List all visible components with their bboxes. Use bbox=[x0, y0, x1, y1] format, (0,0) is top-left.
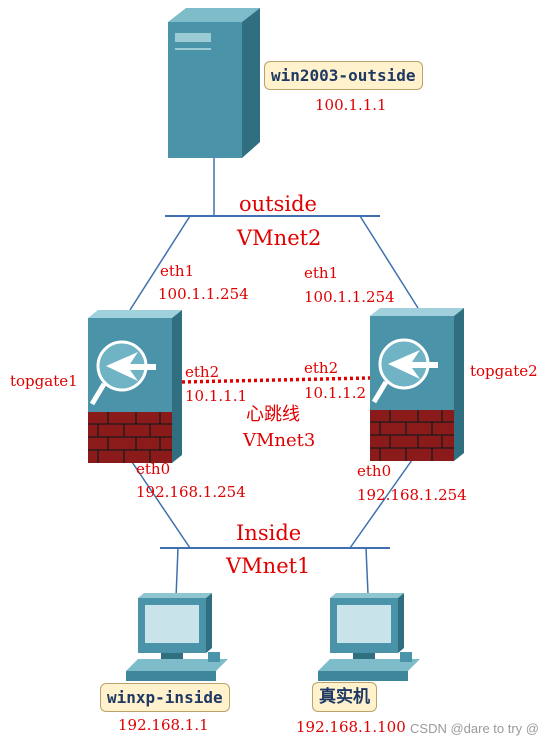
server-name-box: win2003-outside bbox=[264, 61, 423, 90]
outside-network-name: outside bbox=[239, 192, 317, 216]
gw2-eth2-ip: 10.1.1.2 bbox=[304, 384, 367, 402]
watermark: CSDN @dare to try @ bbox=[410, 721, 539, 736]
gw1-eth1-ip: 100.1.1.254 bbox=[158, 285, 249, 303]
workstation-icon bbox=[126, 593, 228, 681]
client2-ip: 192.168.1.100 bbox=[296, 718, 406, 736]
gw1-outside-link bbox=[129, 215, 191, 311]
gw2-eth0-ip: 192.168.1.254 bbox=[357, 486, 467, 504]
gw1-eth2-ip: 10.1.1.1 bbox=[185, 387, 248, 405]
gw2-inside-link bbox=[349, 459, 413, 549]
heartbeat-vmnet: VMnet3 bbox=[243, 430, 316, 451]
gw1-eth1-name: eth1 bbox=[160, 262, 195, 280]
gw2-name: topgate2 bbox=[470, 362, 538, 380]
inside-network-name: Inside bbox=[236, 521, 302, 545]
gw2-outside-link bbox=[359, 215, 419, 309]
heartbeat-network-name: 心跳线 bbox=[246, 404, 300, 425]
gw1-eth0-name: eth0 bbox=[136, 460, 171, 478]
gw1-eth2-name: eth2 bbox=[185, 363, 220, 381]
outside-vmnet: VMnet2 bbox=[237, 226, 322, 250]
gw1-inside-link bbox=[131, 461, 191, 549]
gw2-eth1-ip: 100.1.1.254 bbox=[304, 288, 395, 306]
heartbeat-link bbox=[181, 376, 371, 384]
firewall-icon bbox=[370, 308, 464, 461]
gw2-eth2-name: eth2 bbox=[304, 359, 339, 377]
gw2-eth1-name: eth1 bbox=[304, 264, 339, 282]
gw1-name: topgate1 bbox=[10, 372, 78, 390]
inside-vmnet: VMnet1 bbox=[226, 554, 311, 578]
client2-name-box: 真实机 bbox=[312, 682, 377, 712]
server-icon bbox=[168, 8, 260, 158]
gw1-eth0-ip: 192.168.1.254 bbox=[136, 483, 246, 501]
firewall-icon bbox=[88, 310, 182, 463]
server-ip: 100.1.1.1 bbox=[315, 96, 387, 114]
client1-name-box: winxp-inside bbox=[100, 683, 230, 712]
client2-link bbox=[365, 547, 369, 595]
gw2-eth0-name: eth0 bbox=[357, 462, 392, 480]
workstation-icon bbox=[318, 593, 420, 681]
client1-ip: 192.168.1.1 bbox=[118, 716, 209, 734]
client1-link bbox=[175, 547, 179, 599]
network-links bbox=[129, 158, 419, 599]
